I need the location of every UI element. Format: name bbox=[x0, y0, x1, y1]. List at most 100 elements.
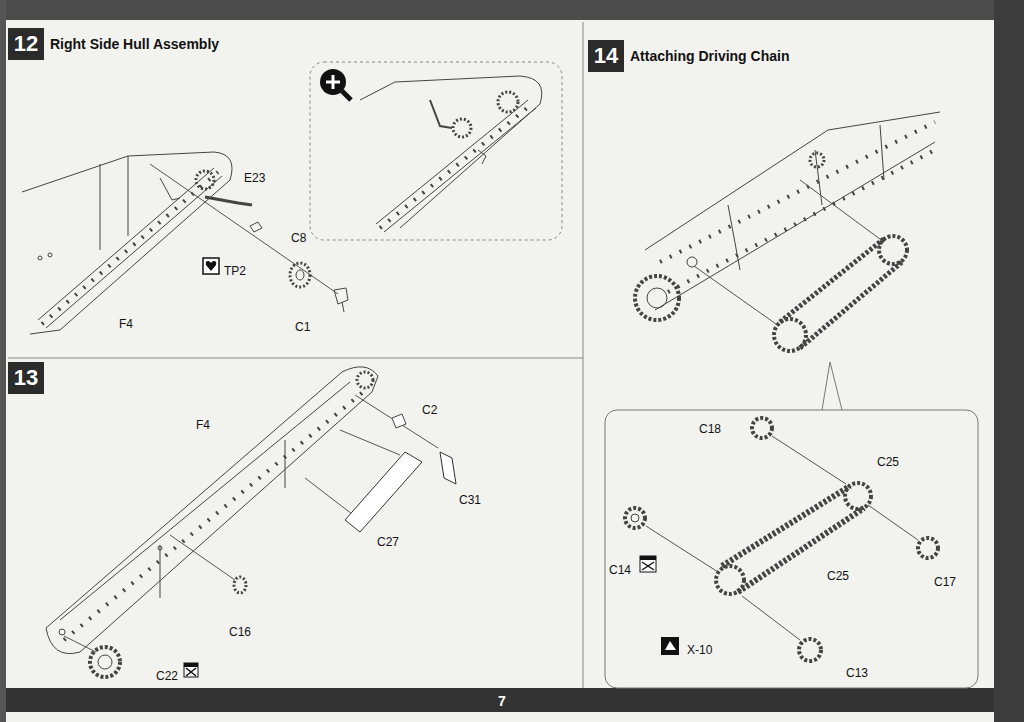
axle-arm bbox=[430, 100, 452, 128]
rail-bolts bbox=[42, 172, 218, 324]
label-holder: C25 bbox=[826, 566, 850, 584]
part-sprocket bbox=[918, 538, 938, 558]
part-number: E23 bbox=[243, 171, 266, 185]
label-holder: C22 bbox=[155, 666, 179, 684]
magnifier-lens bbox=[320, 69, 346, 95]
detail-inset bbox=[605, 362, 978, 688]
track-rail bbox=[38, 168, 214, 320]
part-block bbox=[392, 414, 406, 428]
icon-frame bbox=[661, 637, 679, 655]
panel-line bbox=[728, 125, 884, 270]
leader-line bbox=[694, 266, 776, 324]
tp2-icon bbox=[203, 258, 219, 274]
label-holder: 7 bbox=[497, 692, 507, 710]
x10-icon bbox=[661, 637, 679, 655]
part-number: C14 bbox=[608, 563, 632, 577]
chain-sprocket bbox=[716, 566, 744, 594]
label-holder: C14 bbox=[608, 560, 632, 578]
label-holder: F4 bbox=[118, 314, 134, 332]
track-rail bbox=[46, 176, 222, 328]
part-wheel bbox=[90, 647, 120, 677]
part-plate bbox=[440, 452, 456, 484]
part-number: C17 bbox=[933, 575, 957, 589]
part-number: C13 bbox=[845, 666, 869, 680]
hull-outline bbox=[655, 142, 935, 310]
part-number: C2 bbox=[421, 403, 438, 417]
part-hub bbox=[631, 514, 639, 522]
hole bbox=[38, 256, 42, 260]
icon-frame bbox=[640, 556, 656, 572]
wheel-hub bbox=[647, 288, 667, 308]
leader-line bbox=[150, 164, 338, 294]
zoom-frame bbox=[310, 62, 562, 240]
hull-outline bbox=[22, 152, 232, 334]
part-number: X-10 bbox=[686, 643, 713, 657]
label-holder: C31 bbox=[458, 490, 482, 508]
inset-frame bbox=[605, 410, 978, 688]
part-bolt bbox=[478, 150, 486, 164]
part-plate bbox=[345, 452, 422, 532]
leader-line bbox=[800, 180, 884, 242]
label-holder: C13 bbox=[845, 663, 869, 681]
part-number: C8 bbox=[290, 231, 307, 245]
label-holder: C27 bbox=[376, 532, 400, 550]
icon-frame bbox=[203, 258, 219, 274]
hull-sprocket bbox=[810, 153, 824, 167]
step-header: 14Attaching Driving Chain bbox=[588, 40, 789, 72]
label-holder: X-10 bbox=[686, 640, 713, 658]
step-number: 13 bbox=[8, 362, 44, 394]
step-header: 12 Right Side Hull Assembly bbox=[8, 28, 219, 60]
icon-band bbox=[184, 663, 198, 667]
rail-bolts bbox=[660, 122, 935, 262]
page-number: 7 bbox=[497, 693, 507, 709]
hull-outline bbox=[46, 367, 378, 654]
step-number: 12 bbox=[8, 28, 44, 60]
panel-line bbox=[100, 156, 128, 250]
label-holder: TP2 bbox=[223, 261, 247, 279]
leader-line bbox=[646, 526, 718, 572]
label-holder: C8 bbox=[290, 228, 307, 246]
hull-side-drawing bbox=[22, 152, 348, 334]
step-title: Right Side Hull Assembly bbox=[50, 36, 219, 52]
label-holder: C25 bbox=[876, 452, 900, 470]
idler-wheel bbox=[357, 372, 373, 388]
track-rail bbox=[376, 100, 536, 232]
label-holder: C2 bbox=[421, 400, 438, 418]
hull-side-drawing bbox=[46, 367, 456, 677]
drive-chain bbox=[722, 486, 864, 592]
icon-cross bbox=[186, 668, 196, 676]
panel-line bbox=[60, 382, 350, 620]
label-holder: E23 bbox=[243, 168, 266, 186]
hull-outline bbox=[360, 76, 542, 228]
drive-chain bbox=[780, 238, 902, 348]
icon-heart bbox=[206, 261, 217, 271]
part-number: C25 bbox=[826, 569, 850, 583]
panel-line bbox=[160, 440, 285, 598]
part-number: C31 bbox=[458, 493, 482, 507]
zoom-panel bbox=[310, 62, 562, 240]
icon-band bbox=[640, 556, 656, 560]
part-sprocket bbox=[752, 418, 772, 438]
zoom-hull bbox=[360, 76, 542, 232]
left-edge bbox=[0, 0, 6, 722]
icon-frame bbox=[184, 663, 198, 677]
leader-line bbox=[64, 636, 96, 652]
hole bbox=[48, 253, 52, 257]
rail-bolts bbox=[380, 104, 532, 228]
part-bolt bbox=[334, 288, 348, 312]
part-number: F4 bbox=[195, 418, 211, 432]
part-number: C1 bbox=[294, 320, 311, 334]
part-number: C27 bbox=[376, 535, 400, 549]
bottom-bar bbox=[6, 688, 994, 712]
chain-sprocket bbox=[879, 236, 907, 264]
part-hub bbox=[296, 270, 304, 280]
part-hub bbox=[98, 655, 112, 669]
c14-icon bbox=[640, 556, 656, 572]
label-holder: C18 bbox=[698, 419, 722, 437]
icon-cross bbox=[642, 562, 654, 570]
part-number: C18 bbox=[698, 422, 722, 436]
leader-line bbox=[868, 505, 918, 540]
idler-wheel bbox=[635, 276, 679, 320]
step-title: Attaching Driving Chain bbox=[630, 48, 789, 64]
